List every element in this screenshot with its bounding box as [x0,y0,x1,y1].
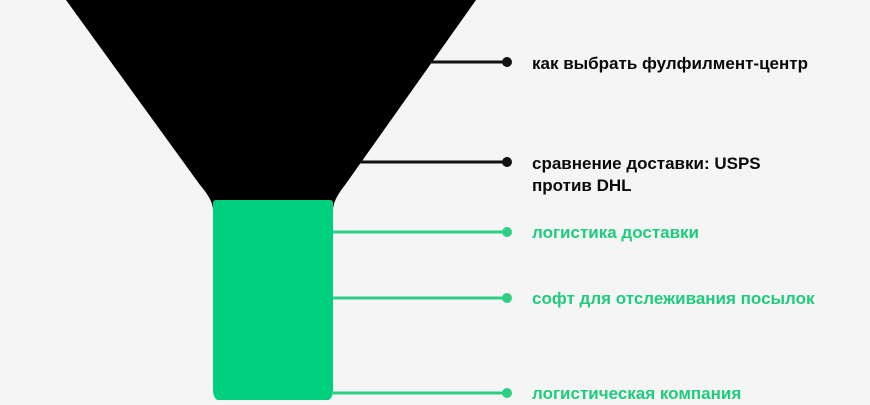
connector-3 [333,227,512,237]
connector-2 [360,157,512,167]
label-logistics-company: логистическая компания [532,384,742,403]
funnel-top-black [66,0,476,210]
label-tracking-software: софт для отслеживания посылок [532,289,815,308]
funnel-bottom-green [213,200,333,400]
label-shipping-comparison: сравнение доставки: USPS против DHL [532,153,761,197]
label-fulfillment: как выбрать фулфилмент-центр [532,54,808,73]
label-delivery-logistics: логистика доставки [532,223,700,242]
label-line: против DHL [532,176,632,195]
connector-5 [333,388,512,398]
label-line: сравнение доставки: USPS [532,154,761,173]
connector-4 [333,293,512,303]
connector-1 [430,57,512,67]
